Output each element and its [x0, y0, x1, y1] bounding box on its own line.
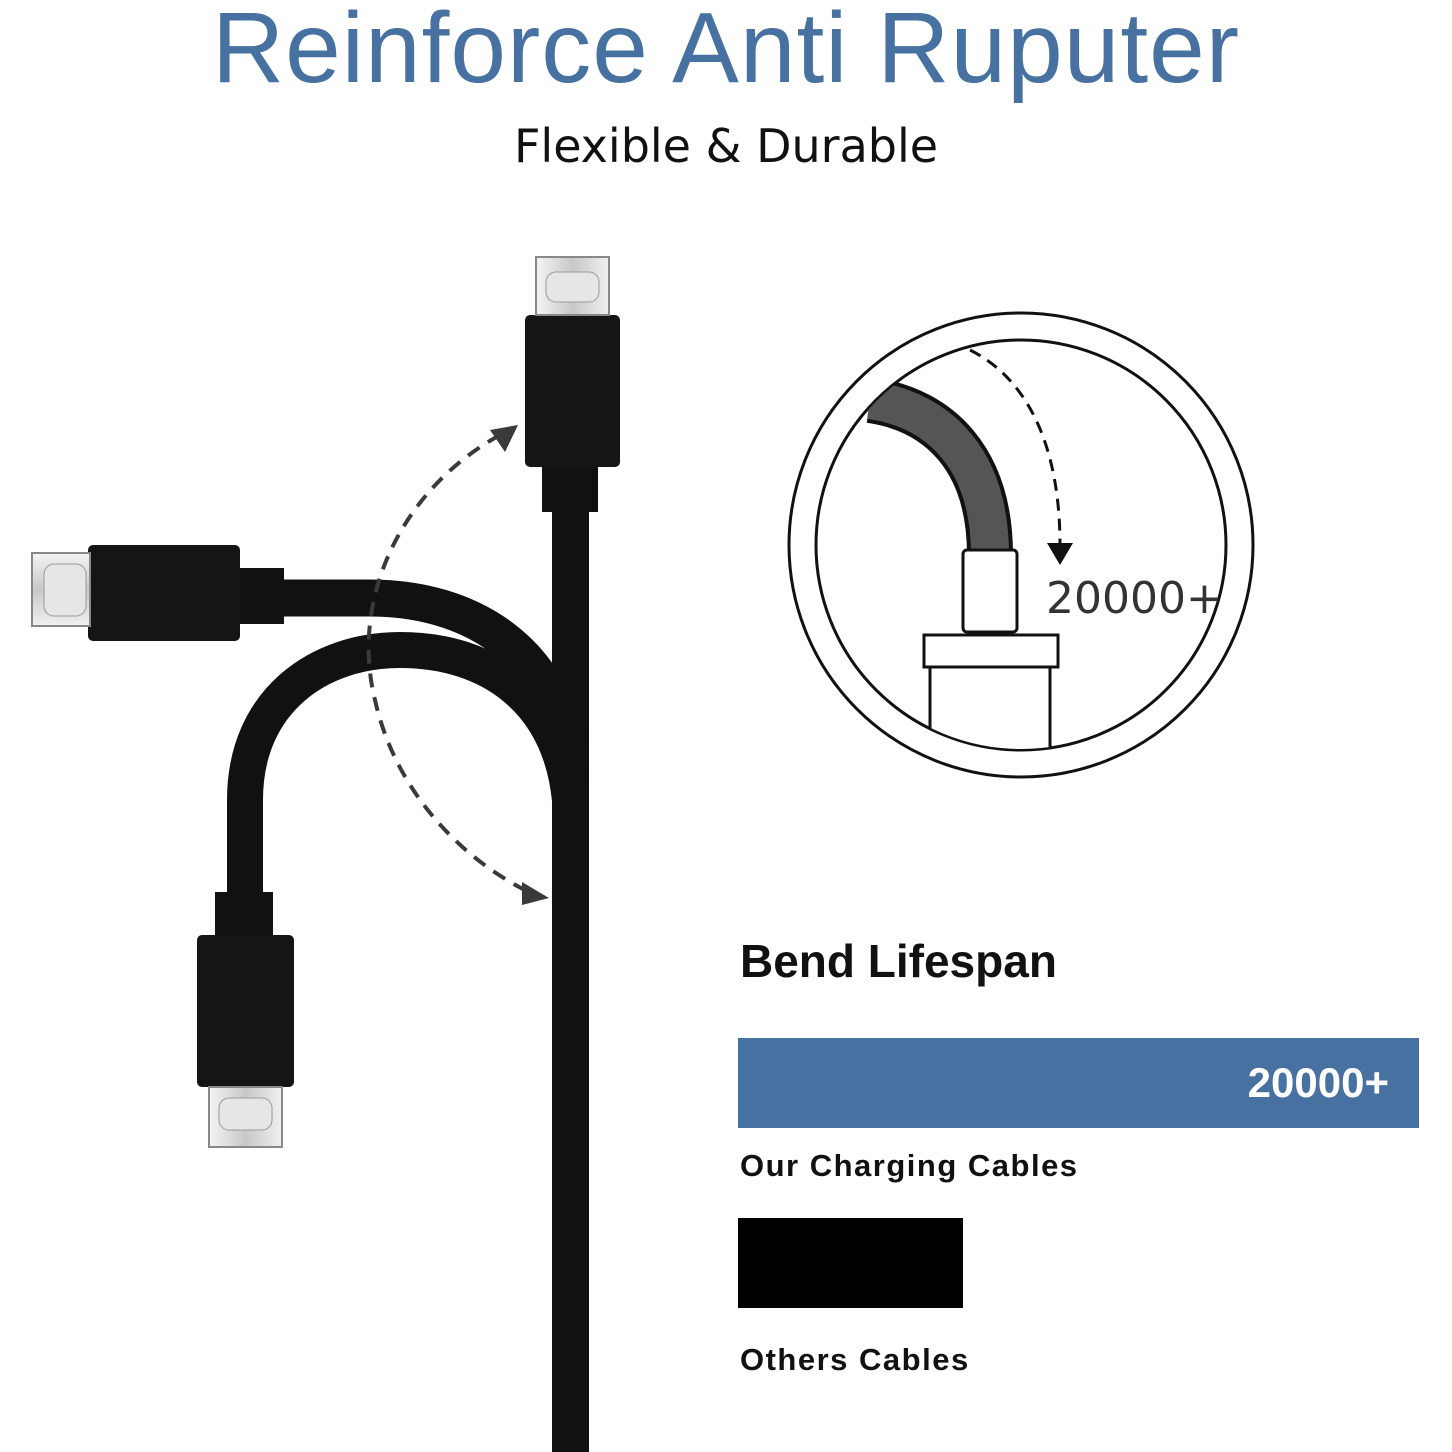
others-cables-bar	[738, 1218, 963, 1308]
page-subtitle: Flexible & Durable	[513, 119, 939, 173]
bent-cable-icon	[787, 311, 1255, 779]
others-cables-label: Others Cables	[740, 1342, 970, 1377]
page-title: Reinforce Anti Ruputer	[211, 0, 1241, 104]
bend-lifespan-heading: Bend Lifespan	[740, 935, 1057, 987]
our-cables-bar: 20000+	[738, 1038, 1419, 1128]
our-cables-value: 20000+	[1247, 1059, 1389, 1106]
our-cables-label: Our Charging Cables	[740, 1148, 1079, 1183]
usb-c-cable-icon	[525, 256, 620, 1452]
circle-bend-count: 20000+	[1046, 573, 1223, 624]
bend-arrow-icon	[366, 425, 549, 905]
usb-c-cable-icon	[197, 631, 588, 1148]
